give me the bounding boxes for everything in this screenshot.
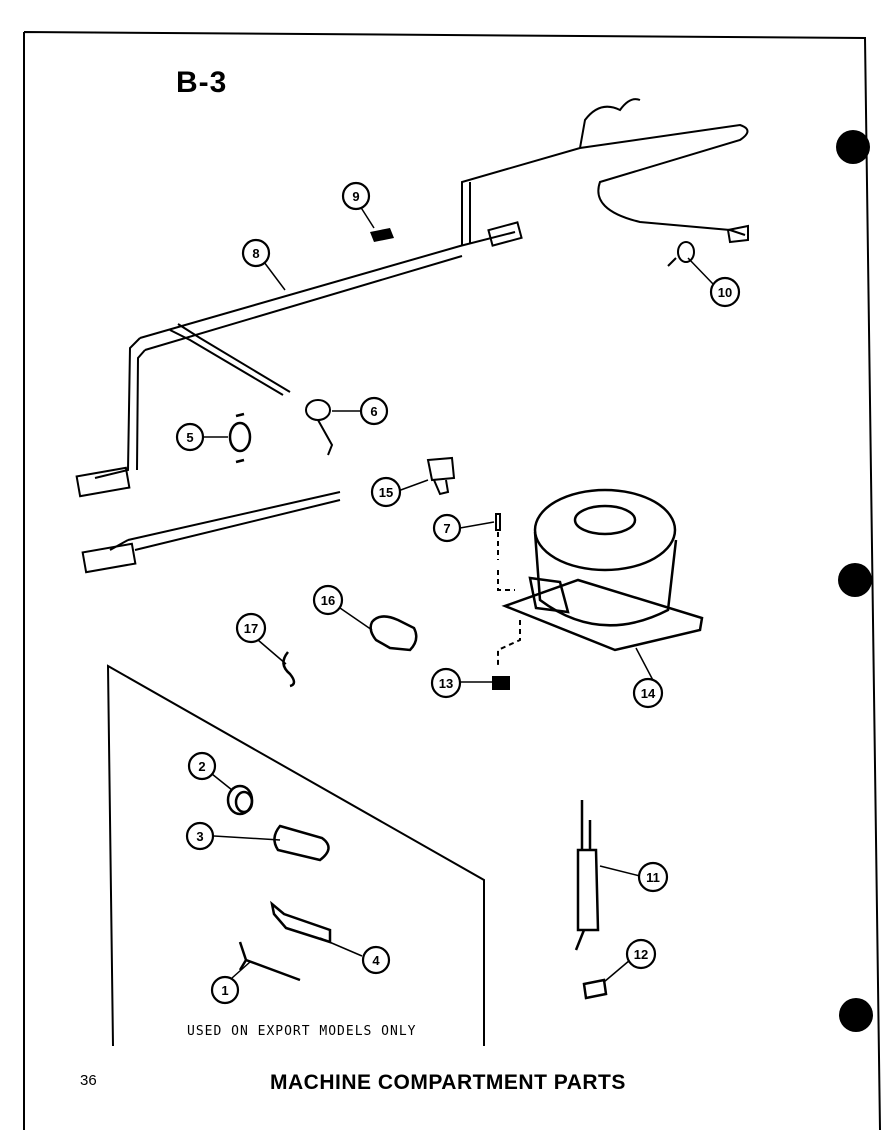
callout-2: 2 (187, 751, 217, 781)
export-note: USED ON EXPORT MODELS ONLY (187, 1024, 417, 1039)
svg-text:9: 9 (352, 189, 359, 204)
binder-hole (839, 998, 873, 1032)
callout-9: 9 (341, 181, 371, 211)
leader-lines (204, 205, 715, 983)
part-11-drier (574, 800, 600, 951)
callout-10: 10 (709, 276, 741, 308)
part-16-capacitor (369, 615, 418, 652)
callout-3: 3 (185, 821, 215, 851)
part-6-relay (305, 399, 334, 456)
grommet-guide (497, 620, 521, 668)
svg-text:17: 17 (244, 621, 258, 636)
part-9-clip (370, 228, 394, 242)
page-id: B-3 (176, 66, 228, 99)
callout-1: 1 (210, 975, 240, 1005)
svg-text:5: 5 (186, 430, 193, 445)
callout-17: 17 (235, 612, 267, 644)
svg-text:8: 8 (252, 246, 259, 261)
harness-plug (487, 221, 523, 247)
svg-text:1: 1 (221, 983, 228, 998)
part-2-ring (226, 784, 254, 816)
callout-11: 11 (637, 861, 669, 893)
part-5-clamp (228, 412, 252, 464)
svg-text:16: 16 (321, 593, 335, 608)
connector (75, 466, 131, 498)
svg-text:12: 12 (634, 947, 648, 962)
binder-hole (838, 563, 872, 597)
callout-12: 12 (625, 938, 657, 970)
part-15-overload (426, 456, 456, 496)
page-border (23, 31, 881, 1130)
binder-hole (836, 130, 870, 164)
connector (81, 542, 137, 574)
svg-text:7: 7 (443, 521, 450, 536)
callout-5: 5 (175, 422, 205, 452)
part-3-capacitor (273, 824, 330, 862)
export-inset-box (106, 664, 485, 1047)
part-7-bolt (495, 513, 515, 591)
part-4-bracket (270, 900, 332, 944)
callout-4: 4 (361, 945, 391, 975)
callout-14: 14 (632, 677, 664, 709)
svg-text:14: 14 (641, 686, 656, 701)
page-title: MACHINE COMPARTMENT PARTS (270, 1071, 626, 1094)
callout-8: 8 (241, 238, 271, 268)
wiring-harness (94, 98, 749, 551)
callout-13: 13 (430, 667, 462, 699)
part-12-clamp (582, 978, 608, 1000)
svg-text:2: 2 (198, 759, 205, 774)
part-17-clip (282, 651, 296, 688)
callout-6: 6 (359, 396, 389, 426)
svg-text:3: 3 (196, 829, 203, 844)
callout-15: 15 (370, 476, 402, 508)
svg-text:10: 10 (718, 285, 732, 300)
svg-text:13: 13 (439, 676, 453, 691)
svg-text:6: 6 (370, 404, 377, 419)
svg-text:15: 15 (379, 485, 393, 500)
svg-text:11: 11 (646, 870, 660, 885)
wall-plug (726, 224, 749, 244)
part-13-grommet (492, 676, 510, 690)
part-14-compressor (501, 488, 704, 652)
callout-7: 7 (432, 513, 462, 543)
page-number: 36 (80, 1072, 97, 1089)
part-10-grommet (667, 241, 695, 267)
part-1-bracket (238, 941, 301, 982)
svg-text:4: 4 (372, 953, 380, 968)
callout-16: 16 (312, 584, 344, 616)
